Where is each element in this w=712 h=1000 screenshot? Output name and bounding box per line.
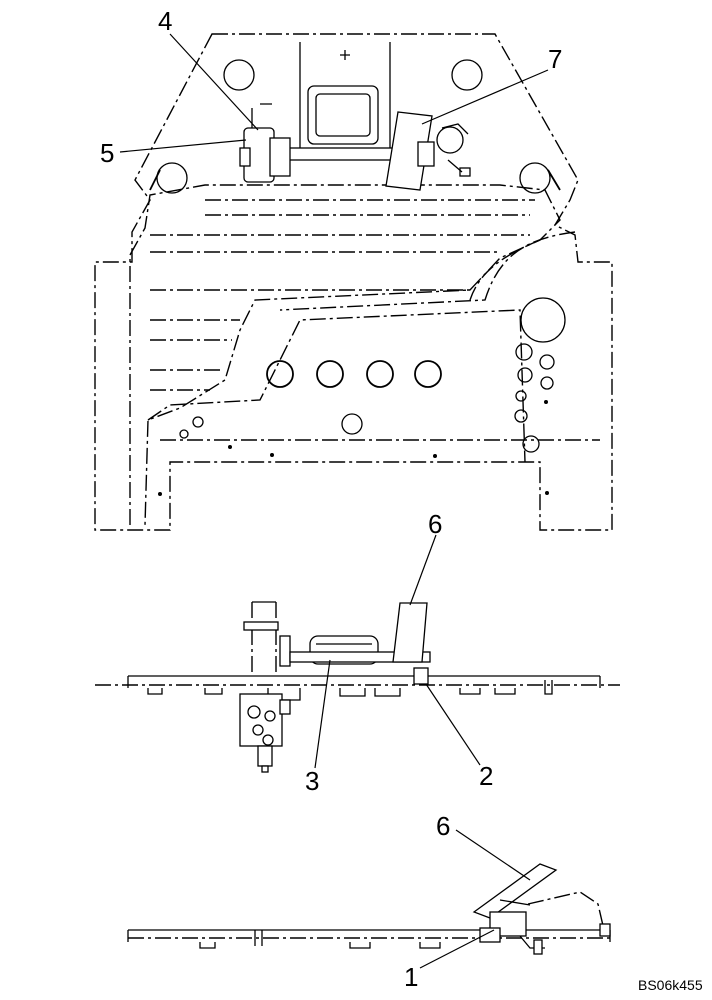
callout-7: 7	[548, 44, 562, 74]
reference-code: BS06k455	[638, 977, 703, 993]
callout-2: 2	[479, 761, 493, 791]
callout-labels: 4 5 7 6 3 2 6 1 BS06k455	[100, 6, 703, 993]
callout-6-bottom: 6	[436, 811, 450, 841]
top-view-frame	[94, 33, 613, 531]
callout-6-middle: 6	[428, 509, 442, 539]
callout-1: 1	[404, 962, 418, 992]
side-view	[95, 601, 620, 773]
callout-3: 3	[305, 766, 319, 796]
callout-4: 4	[158, 6, 172, 36]
bottom-view	[127, 863, 611, 955]
callout-5: 5	[100, 138, 114, 168]
leader-lines	[119, 33, 549, 969]
